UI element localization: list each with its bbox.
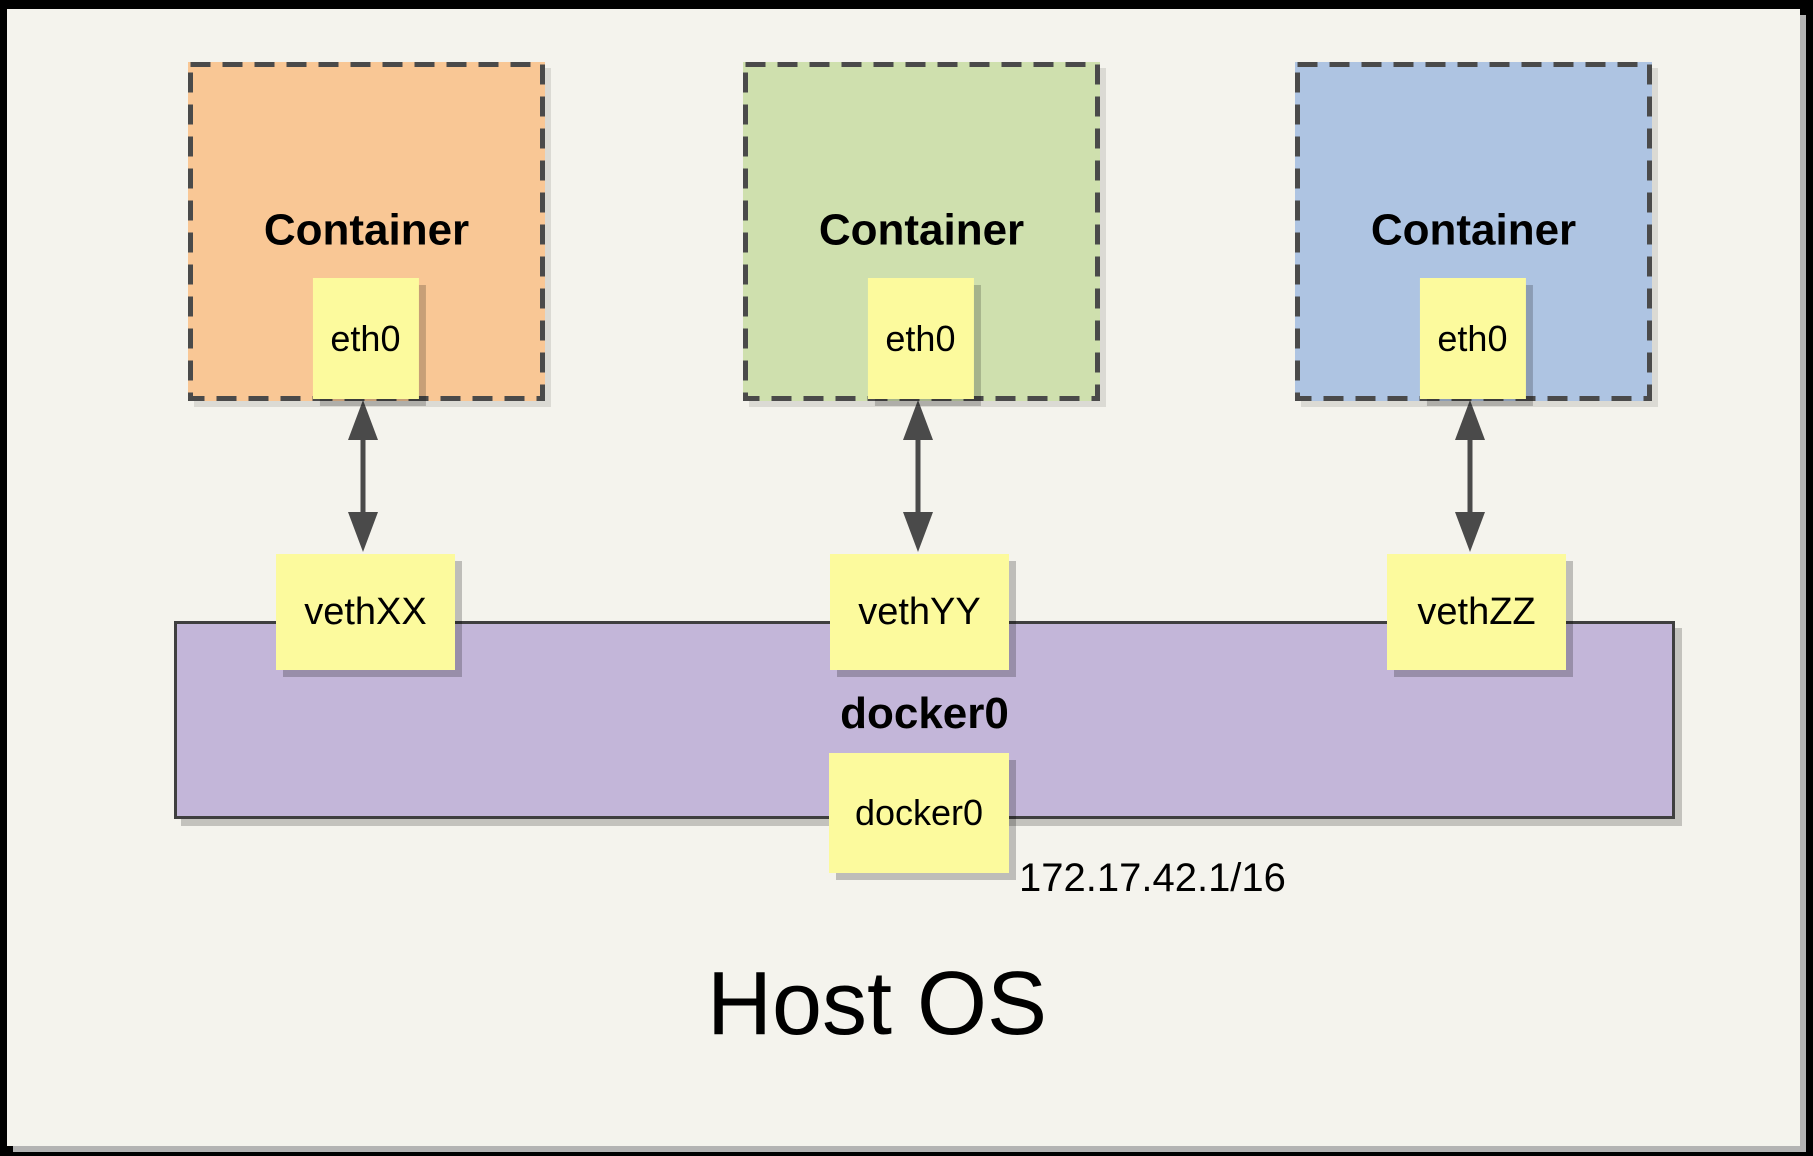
container-box-3: Container eth0: [1295, 62, 1652, 401]
eth0-box-2: eth0: [867, 278, 974, 399]
eth0-label-1: eth0: [330, 317, 401, 359]
container-dashed-border-1: [188, 62, 545, 401]
host-os-panel: Container eth0 Container eth0 Container …: [7, 9, 1800, 1146]
bridge-ip-address: 172.17.42.1/16: [1019, 856, 1286, 900]
host-os-title: Host OS: [706, 954, 1048, 1054]
vethzz-box: vethZZ: [1387, 554, 1566, 670]
container-box-2: Container eth0: [743, 62, 1100, 401]
vethyy-box: vethYY: [830, 554, 1009, 670]
eth0-box-3: eth0: [1419, 278, 1526, 399]
vethxx-label: vethXX: [304, 590, 427, 633]
vethzz-label: vethZZ: [1417, 590, 1536, 633]
double-arrow-icon-3: [1455, 400, 1485, 552]
vethyy-label: vethYY: [858, 590, 981, 633]
container-title-1: Container: [263, 205, 470, 255]
container-box-1: Container eth0: [188, 62, 545, 401]
eth0-label-3: eth0: [1437, 317, 1508, 359]
container-dashed-border-2: [743, 62, 1100, 401]
double-arrow-icon-2: [903, 400, 933, 552]
container-title-2: Container: [818, 205, 1025, 255]
double-arrow-icon-1: [348, 400, 378, 552]
container-dashed-border-3: [1295, 62, 1652, 401]
eth0-box-1: eth0: [312, 278, 419, 399]
container-title-3: Container: [1370, 205, 1577, 255]
vethxx-box: vethXX: [276, 554, 455, 670]
docker0-bridge-label: docker0: [840, 689, 1009, 738]
docker0-interface-box: docker0: [829, 753, 1009, 873]
docker0-interface-label: docker0: [854, 792, 984, 833]
eth0-label-2: eth0: [885, 317, 956, 359]
